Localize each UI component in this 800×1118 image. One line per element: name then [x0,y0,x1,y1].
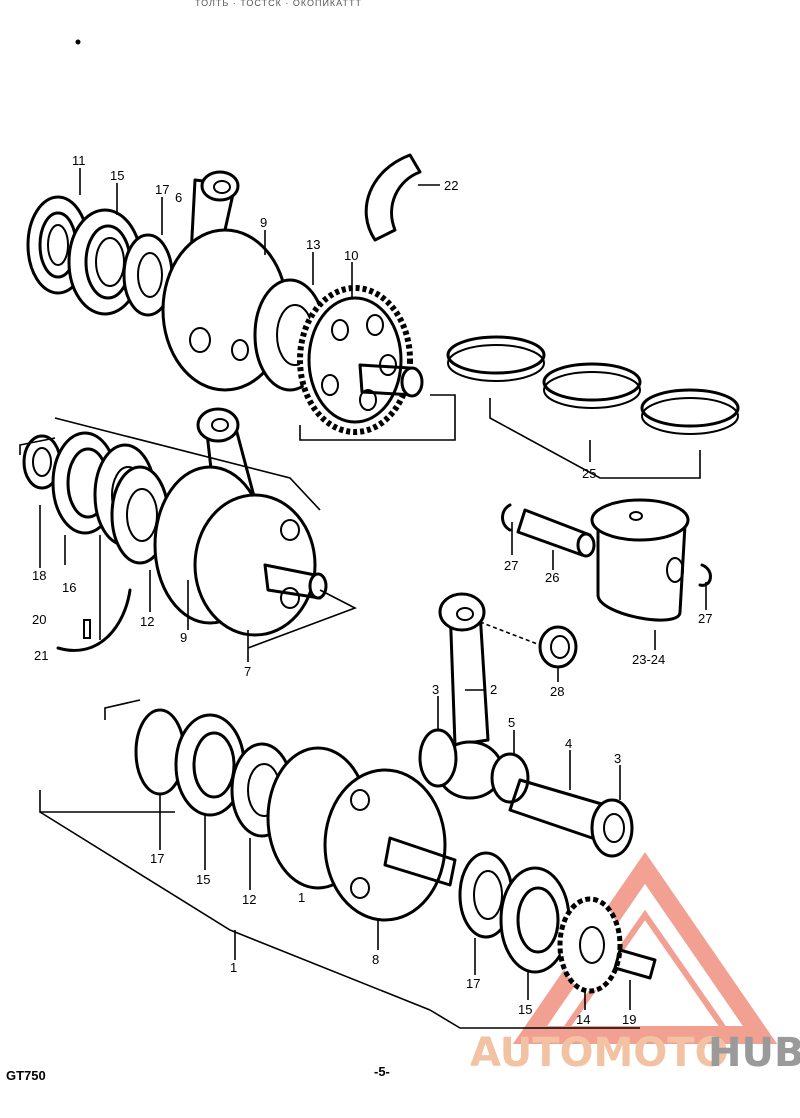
callout-15b: 15 [196,872,210,887]
part-21-clip [56,588,132,652]
callout-11: 11 [72,153,86,168]
callout-17c: 17 [466,976,480,991]
watermark-brand-b: HUB [708,1030,800,1076]
bottom-crank-assembly [39,592,657,1029]
callout-18: 18 [32,568,46,583]
part-10-primary-gear [297,285,413,435]
callout-15: 15 [110,168,124,183]
callout-25: 25 [582,466,596,481]
part-25-piston-rings [446,335,740,479]
part-14-gear [557,896,623,994]
callout-1b: 1 [230,960,237,975]
header-text: ТОЛТЬ · ТОСТСК · ОКОПИКАТТТ [195,0,362,8]
leader-lines [39,168,707,1010]
callout-19: 19 [622,1012,636,1027]
middle-crank-assembly [19,407,357,652]
callout-14: 14 [576,1012,590,1027]
callout-27b: 27 [698,611,712,626]
callout-9: 9 [260,215,267,230]
callout-3b: 3 [614,751,621,766]
callout-26: 26 [545,570,559,585]
callout-1a: 1 [298,890,305,905]
callout-20: 20 [32,612,46,627]
callout-17: 17 [155,182,169,197]
part-19-key [613,948,657,980]
part-8-crank-half [323,768,447,922]
part-5-needle-bearing [490,752,530,804]
callout-9b: 9 [180,630,187,645]
callout-5: 5 [508,715,515,730]
page-number: -5- [374,1064,390,1079]
callout-3a: 3 [432,682,439,697]
callout-28: 28 [550,684,564,699]
part-27-circlip [698,563,712,587]
part-7-crank-half [193,493,317,637]
callout-12b: 12 [242,892,256,907]
callout-10: 10 [344,248,358,263]
callout-13: 13 [306,237,320,252]
watermark-text: AUTOMOTO HUB [470,1030,800,1076]
callout-4: 4 [565,736,572,751]
top-crank-assembly [26,153,456,441]
callout-16: 16 [62,580,76,595]
callout-12: 12 [140,614,154,629]
callout-17b: 17 [150,851,164,866]
speck [75,39,81,45]
callout-7: 7 [244,664,251,679]
part-3-washer [418,728,458,788]
model-label: GT750 [6,1068,46,1083]
callout-8: 8 [372,952,379,967]
part-28-needle-bearing [538,625,578,669]
part-20-pin [83,619,91,639]
piston-assembly [479,498,712,669]
callout-2: 2 [490,682,497,697]
watermark-brand-a: AUTOMOTO [470,1030,729,1076]
callout-21: 21 [34,648,48,663]
callout-labels: 11 15 17 6 9 13 10 22 25 18 16 20 21 12 … [32,153,712,1027]
callout-15c: 15 [518,1002,532,1017]
part-23-24-piston [596,518,687,622]
callout-22: 22 [444,178,458,193]
callout-27a: 27 [504,558,518,573]
callout-6: 6 [175,190,182,205]
part-22-thrust-washer [364,153,422,242]
callout-23-24: 23-24 [632,652,665,667]
